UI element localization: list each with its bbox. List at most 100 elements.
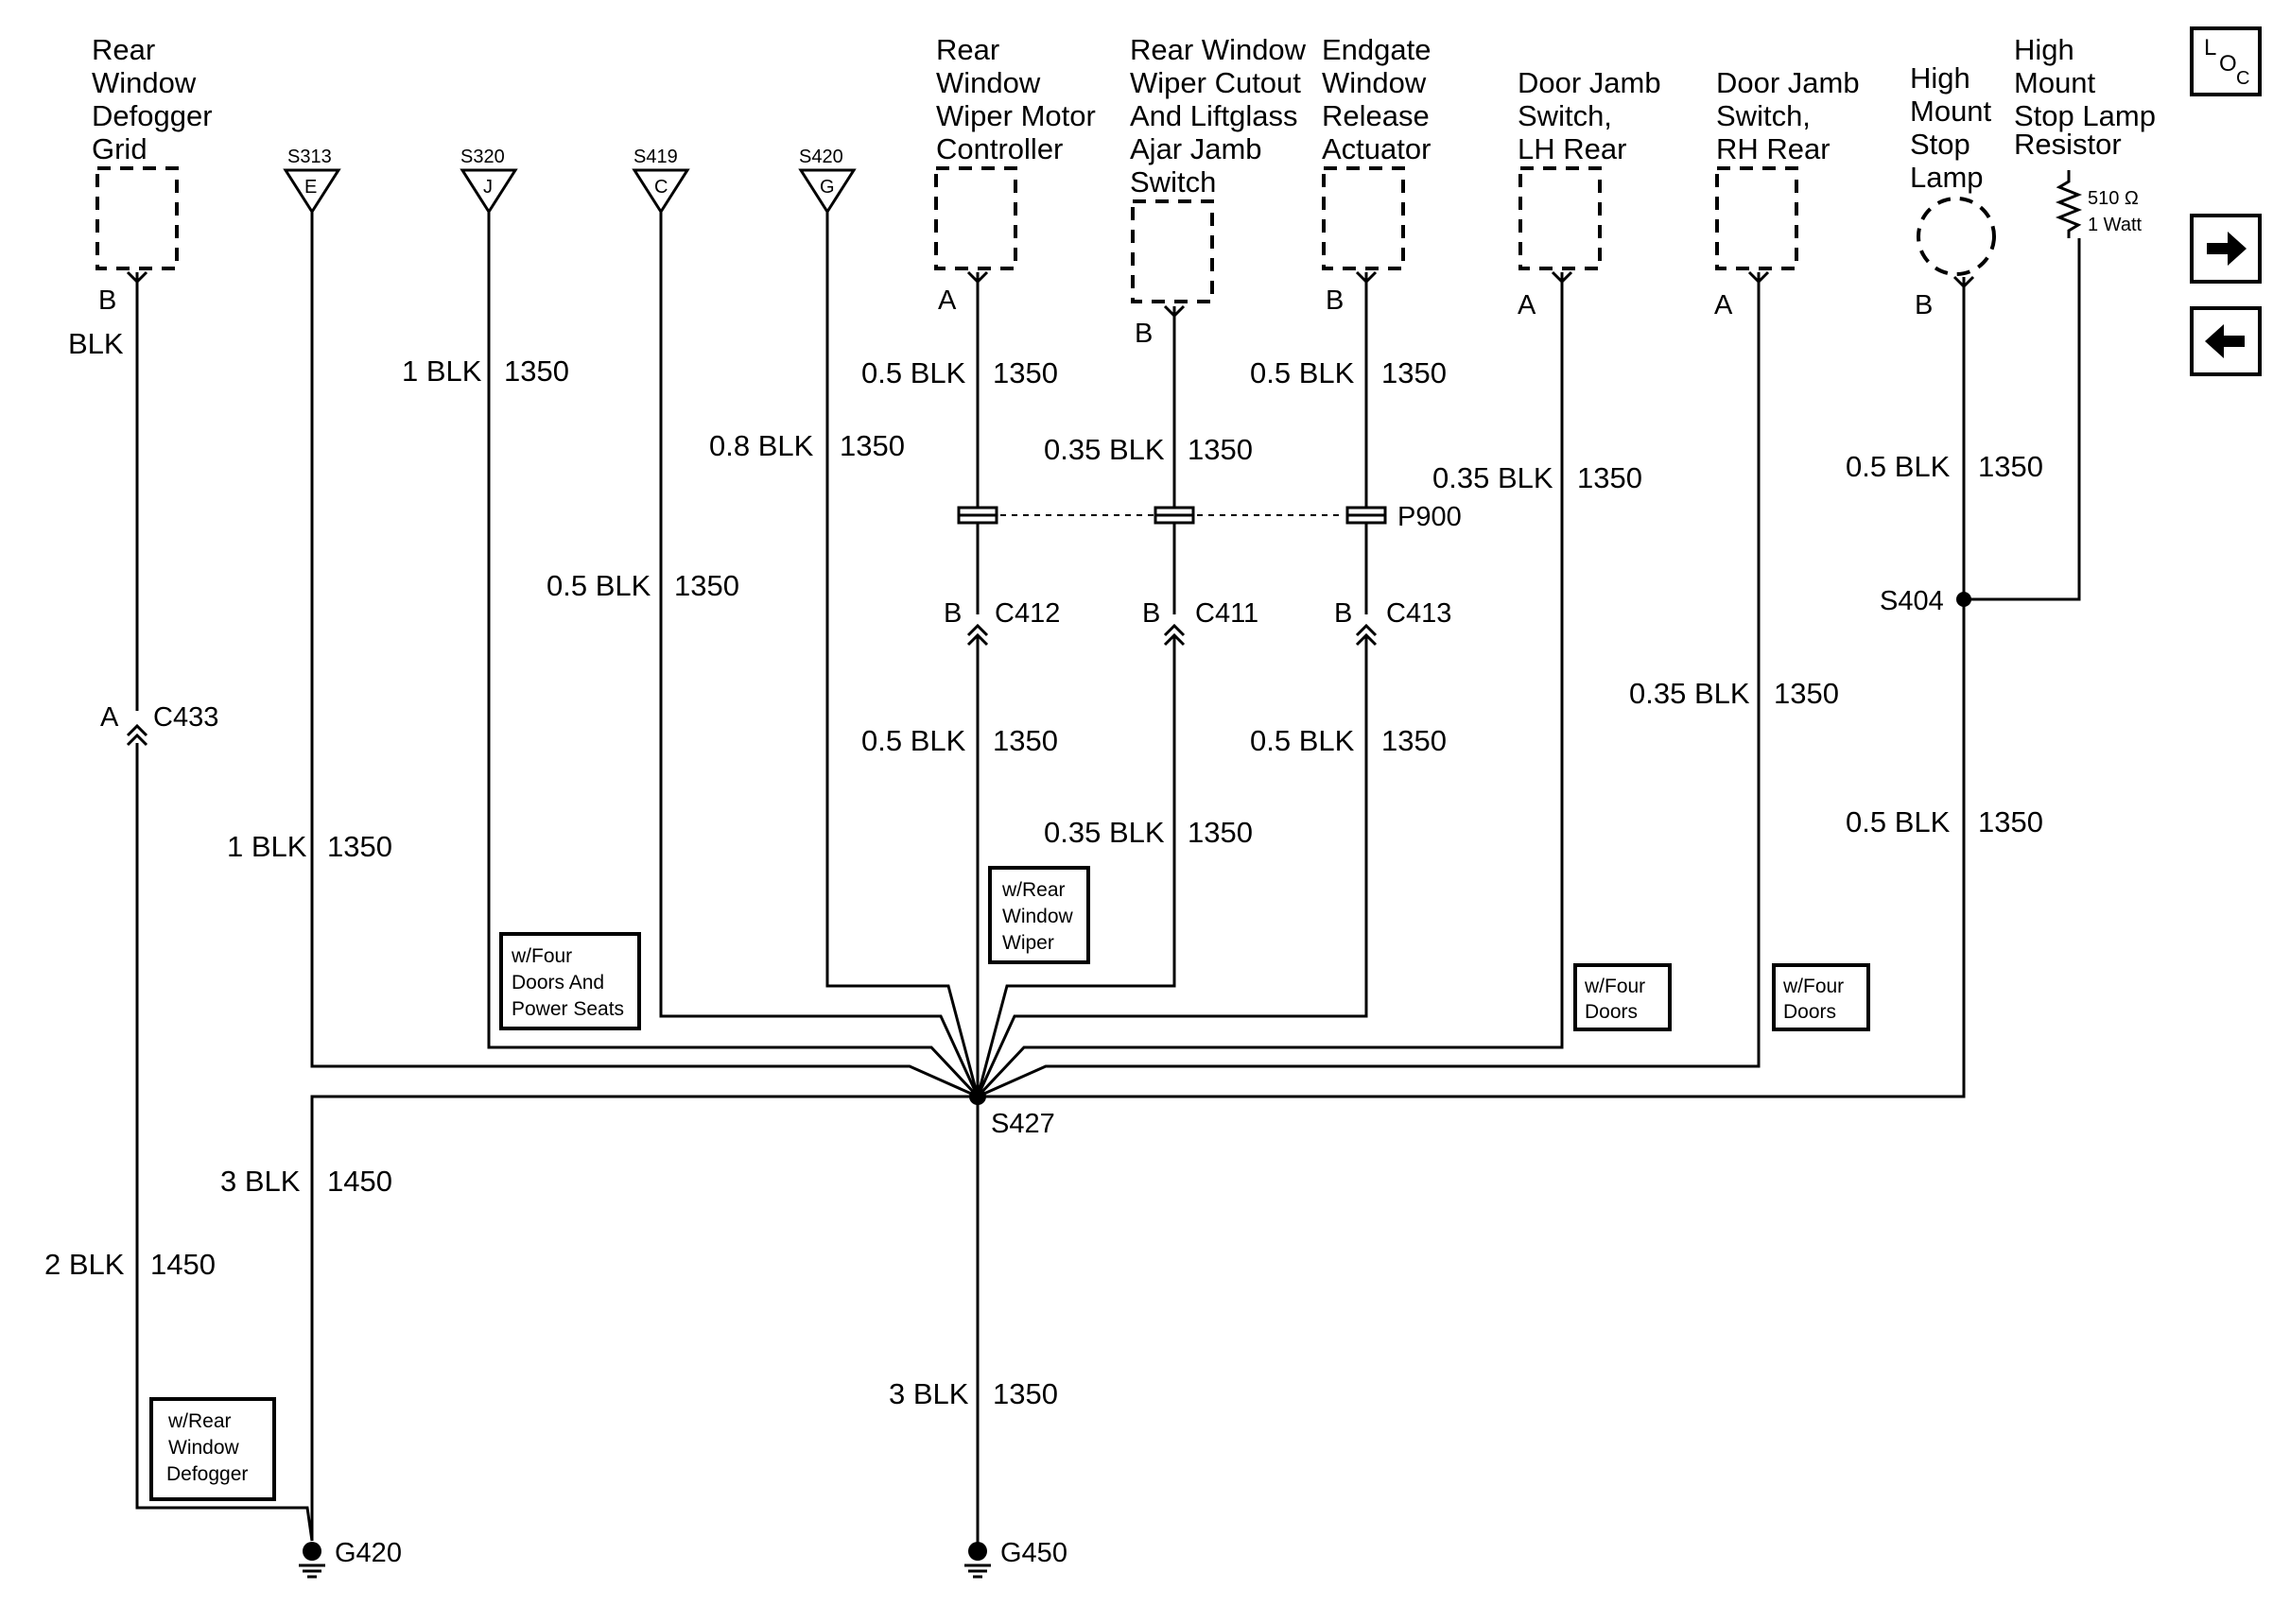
connector-name: C433 <box>153 702 218 733</box>
component-label: High Mount Stop Lamp Resistor <box>2014 33 2164 161</box>
wire-circuit-label: 1350 <box>1978 805 2043 838</box>
splice-ref-s419[interactable]: S419 C <box>632 147 690 215</box>
connector-c433[interactable]: A C433 <box>100 702 218 747</box>
component-box <box>1322 166 1405 270</box>
connector-name: C412 <box>995 598 1060 629</box>
svg-text:w/Four Doors: w/Four Doors <box>1782 976 1849 1023</box>
connector-name: P900 <box>1397 502 1462 532</box>
component-box <box>1518 166 1602 270</box>
splice-ref-letter: E <box>304 177 317 198</box>
splice-s427[interactable]: S427 <box>969 1088 1055 1139</box>
option-box-defogger: w/Rear Window Defogger <box>149 1397 276 1501</box>
connector-symbol <box>1163 623 1186 647</box>
pin-label: B <box>98 285 116 316</box>
splice-name: S404 <box>1880 586 1944 616</box>
svg-text:O: O <box>2219 51 2237 77</box>
splice-ref-letter: G <box>820 177 835 198</box>
ground-g450[interactable]: G450 <box>964 1538 1067 1579</box>
wire-line <box>659 212 980 1097</box>
connector-c412[interactable]: B C412 <box>944 598 1060 647</box>
connector-p900[interactable]: P900 <box>957 502 1462 532</box>
connector-pin: B <box>1142 598 1160 629</box>
wire-size-label: 0.8 BLK <box>709 429 814 462</box>
splice-ref-s320[interactable]: S320 J <box>460 147 518 215</box>
splice-ref-s313[interactable]: S313 E <box>283 147 341 215</box>
wire-size-label: 0.35 BLK <box>1432 461 1553 494</box>
arrow-left-icon[interactable] <box>2190 306 2262 376</box>
connector-symbol <box>126 723 148 747</box>
pin-label: A <box>1714 290 1733 320</box>
component-label: Door Jamb Switch, RH Rear <box>1716 66 1867 165</box>
splice-ref-s420[interactable]: S420 G <box>798 147 857 215</box>
wire-size-label: 3 BLK <box>889 1377 969 1410</box>
wire-circuit-label: 1350 <box>1188 433 1253 466</box>
wire-circuit-label: 1350 <box>1381 356 1447 389</box>
pin-label: B <box>1326 285 1344 316</box>
option-box-four-doors-rh: w/Four Doors <box>1772 963 1870 1031</box>
connector-name: C411 <box>1195 598 1258 629</box>
connector-symbol <box>1355 623 1378 647</box>
component-label: Endgate Window Release Actuator <box>1322 33 1439 165</box>
splice-ref-triangle <box>283 168 341 215</box>
component-box <box>1715 166 1798 270</box>
terminal-pin <box>1355 270 1378 285</box>
wire-size-label: 1 BLK <box>227 830 307 863</box>
wire-circuit-label: 1350 <box>1774 677 1839 710</box>
component-door-rh[interactable]: Door Jamb Switch, RH Rear A <box>1714 66 1867 320</box>
connector-c411[interactable]: B C411 <box>1142 598 1258 647</box>
ground-name: G450 <box>1000 1538 1067 1568</box>
resistor-rating: 1 Watt <box>2088 215 2142 235</box>
connector-c413[interactable]: B C413 <box>1334 598 1451 647</box>
component-stop-resistor[interactable]: High Mount Stop Lamp Resistor 510 Ω 1 Wa… <box>2014 33 2164 238</box>
wire-line <box>976 635 1368 1097</box>
pin-label: A <box>1518 290 1536 320</box>
component-label: Rear Window Defogger Grid <box>92 33 220 165</box>
pin-label: B <box>1135 319 1153 349</box>
loc-icon[interactable]: L O C <box>2190 26 2262 96</box>
wire-size-label: 0.5 BLK <box>547 569 651 602</box>
component-label: Rear Window Wiper Motor Controller <box>936 33 1103 165</box>
wire-size-label: 0.5 BLK <box>1250 356 1355 389</box>
ground-g420[interactable]: G420 <box>299 1538 402 1579</box>
wire-line <box>825 212 980 1097</box>
wire-circuit-label: 1350 <box>993 724 1058 757</box>
wire-circuit-label: 1350 <box>1978 450 2043 483</box>
wire-circuit-label: 1350 <box>993 356 1058 389</box>
splice-ref-triangle <box>460 168 518 215</box>
splice-ref-letter: C <box>654 177 668 198</box>
p900-pin-2 <box>1154 506 1195 525</box>
component-box <box>1131 199 1214 303</box>
wire-size-label: 0.5 BLK <box>1846 450 1951 483</box>
resistor-value: 510 Ω <box>2088 188 2139 209</box>
ground-icon <box>964 1564 991 1579</box>
splice-ref-letter: J <box>483 177 493 198</box>
arrow-right-icon[interactable] <box>2190 214 2262 284</box>
terminal-pin <box>1952 275 1975 289</box>
splice-dot <box>1956 592 1971 607</box>
ground-name: G420 <box>335 1538 402 1568</box>
component-defogger[interactable]: Rear Window Defogger Grid B <box>92 33 220 316</box>
terminal-pins <box>126 270 1975 319</box>
splice-s404[interactable]: S404 <box>1880 586 1971 616</box>
component-door-lh[interactable]: Door Jamb Switch, LH Rear A <box>1518 66 1669 320</box>
svg-text:w/Four Doors And P: w/Four Doors And Power Seats <box>511 945 624 1020</box>
wire-circuit-label: 1350 <box>840 429 905 462</box>
lamp-symbol <box>1917 197 1996 276</box>
svg-text:L: L <box>2204 35 2216 60</box>
wire-size-label: 0.5 BLK <box>861 356 966 389</box>
connector-symbol <box>966 623 989 647</box>
wire-lines <box>135 212 2081 1543</box>
resistor-symbol <box>2055 170 2083 238</box>
wire-circuit-label: 1350 <box>993 1377 1058 1410</box>
ground-point <box>303 1542 321 1561</box>
component-wiper-motor[interactable]: Rear Window Wiper Motor Controller A <box>934 33 1103 316</box>
component-wiper-cutout[interactable]: Rear Window Wiper Cutout And Liftglass A… <box>1130 33 1314 349</box>
wire-size-label: 0.35 BLK <box>1629 677 1750 710</box>
wire-circuit-label: 1450 <box>327 1165 392 1198</box>
component-stop-lamp[interactable]: High Mount Stop Lamp B <box>1910 61 2000 320</box>
splice-ref-triangle <box>798 168 857 215</box>
wire-size-label: 0.5 BLK <box>861 724 966 757</box>
wire-line <box>310 212 979 1098</box>
component-endgate[interactable]: Endgate Window Release Actuator B <box>1322 33 1439 316</box>
